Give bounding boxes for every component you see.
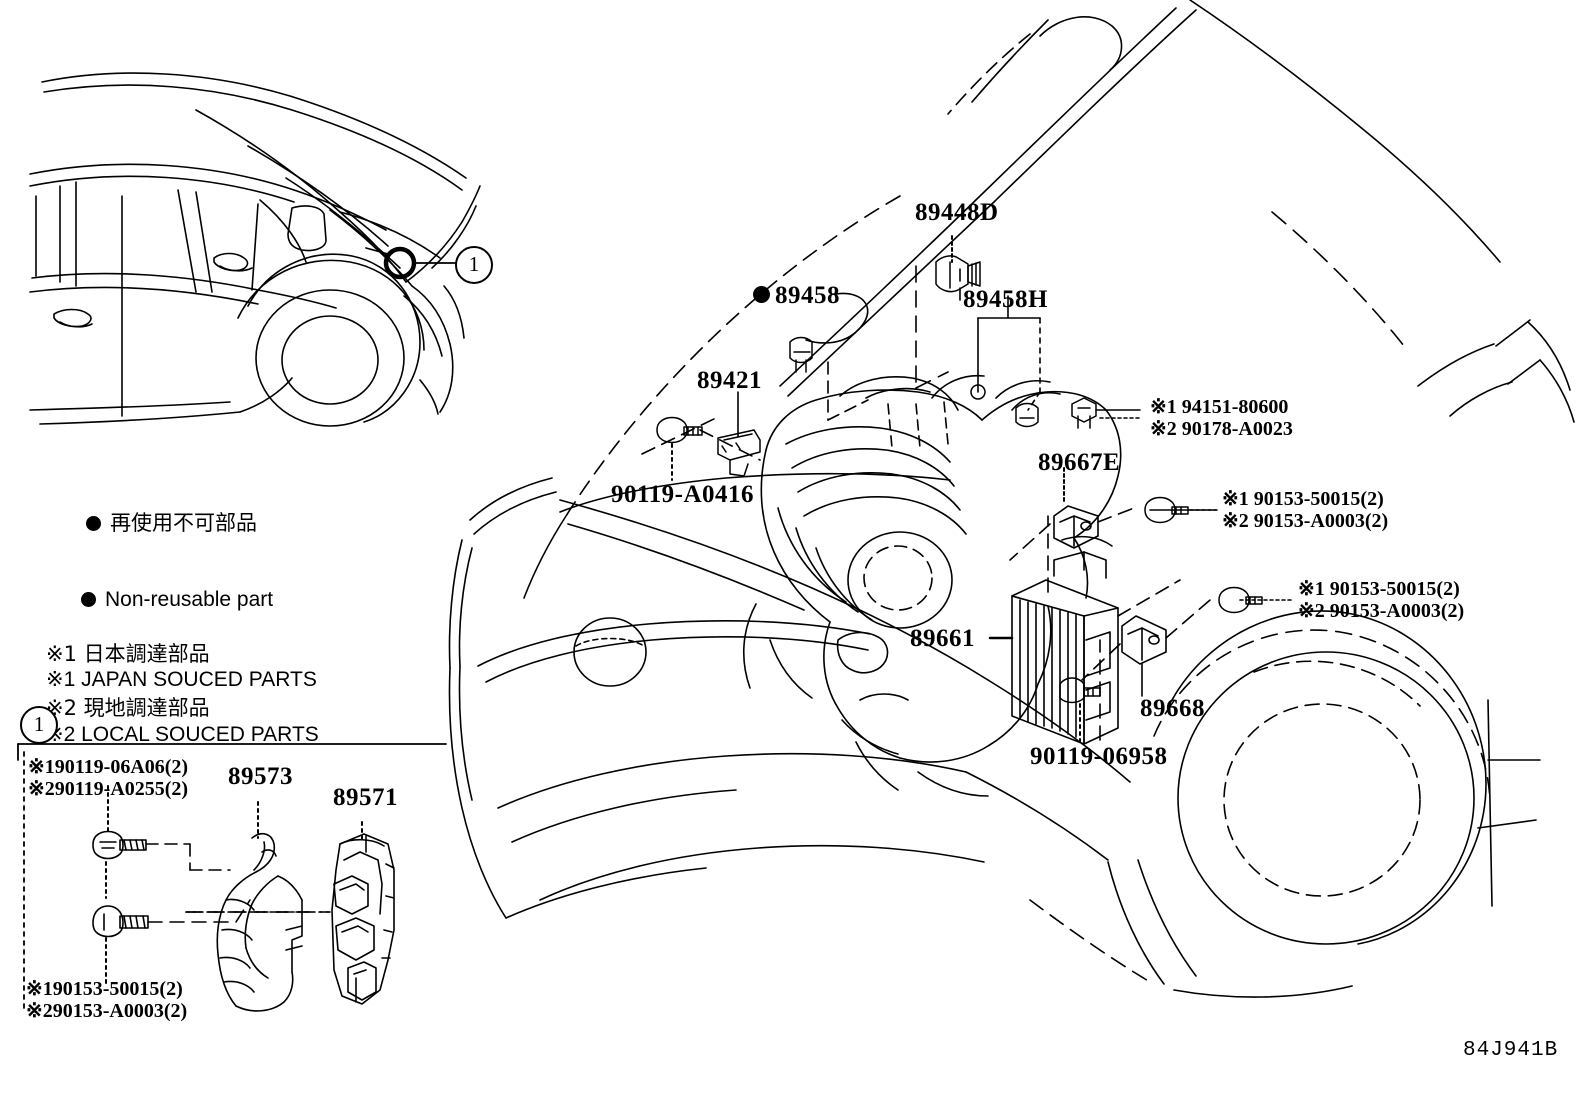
spec-94151-line1: ※1 94151-80600	[1150, 396, 1289, 418]
screw-bottom	[92, 905, 149, 938]
non-reusable-dot-icon-en	[81, 592, 97, 608]
vehicle-rear-illustration	[29, 72, 481, 427]
non-reusable-dot-89458-icon	[753, 286, 770, 303]
label-89668: 89668	[1140, 695, 1205, 722]
sensor-89421	[717, 429, 761, 477]
label-89421: 89421	[697, 367, 762, 394]
label-89667E: 89667E	[1038, 449, 1121, 476]
detail-spec-top-line2: ※290119-A0255(2)	[28, 778, 189, 800]
label-89458: 89458	[775, 282, 840, 309]
bolt-90119-06958	[1059, 677, 1101, 704]
diagram-code: 84J941B	[1463, 1039, 1559, 1062]
spec-90153-lower-line1: ※1 90153-50015(2)	[1298, 578, 1460, 600]
legend-item-2: ※1 日本調達部品	[46, 641, 210, 666]
brackets	[1053, 505, 1167, 665]
label-89458H: 89458H	[963, 286, 1048, 313]
label-89571: 89571	[333, 784, 398, 811]
part-89573	[216, 832, 303, 1012]
spec-90153-lower-line2: ※2 90153-A0003(2)	[1298, 600, 1465, 622]
legend-item-3: ※1 JAPAN SOUCED PARTS	[46, 668, 317, 692]
detail-spec-top-line1: ※190119-06A06(2)	[28, 756, 189, 778]
nut-94151-80600	[1071, 397, 1097, 429]
legend: 再使用不可部品 Non-reusable part ※1 日本調達部品 ※1 J…	[46, 486, 319, 748]
detail-callout-badge-1[interactable]: 1	[20, 706, 58, 744]
detail-spec-bottom-line1: ※190153-50015(2)	[26, 978, 183, 1000]
sensor-89458	[789, 336, 813, 373]
part-89571	[331, 833, 395, 1005]
label-90119-06958: 90119-06958	[1030, 743, 1168, 770]
legend-item-0-label: 再使用不可部品	[110, 510, 258, 535]
legend-item-1: Non-reusable part	[46, 563, 319, 637]
label-89448D: 89448D	[915, 199, 999, 226]
label-90119-A0416: 90119-A0416	[611, 481, 754, 508]
legend-item-5: ※2 LOCAL SOUCED PARTS	[46, 722, 319, 746]
engine-assembly	[742, 374, 1122, 797]
spec-90153-upper-line1: ※1 90153-50015(2)	[1222, 488, 1384, 510]
spec-94151-line2: ※2 90178-A0023	[1150, 418, 1293, 440]
ecu-module	[1011, 551, 1119, 745]
spec-90153-upper-line2: ※2 90153-A0003(2)	[1222, 510, 1389, 532]
bolt-90153-upper	[1144, 496, 1189, 524]
callout-badge-1[interactable]: 1	[455, 246, 493, 284]
legend-item-4: ※2 現地調達部品	[46, 696, 210, 721]
screw-top	[92, 830, 147, 860]
bolt-90153-lower	[1218, 586, 1263, 614]
non-reusable-dot-icon	[86, 515, 102, 531]
detail-spec-bottom-line2: ※290153-A0003(2)	[26, 1000, 188, 1022]
bolt-90119-A0416	[656, 416, 703, 444]
legend-item-0: 再使用不可部品	[46, 486, 319, 560]
legend-item-1-label: Non-reusable part	[105, 588, 274, 612]
label-89661: 89661	[910, 625, 975, 652]
label-89573: 89573	[228, 763, 293, 790]
